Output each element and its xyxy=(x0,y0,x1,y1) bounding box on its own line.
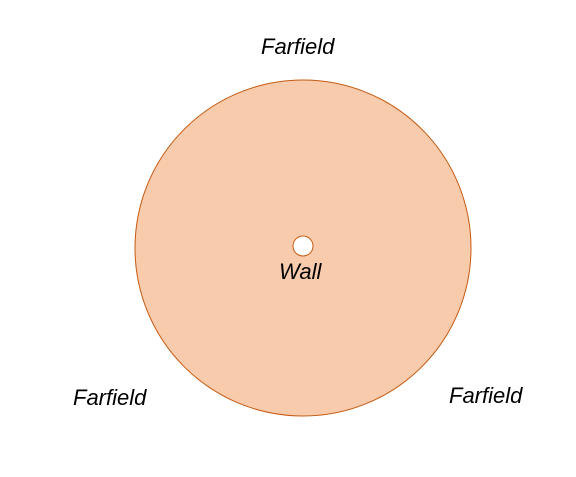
farfield-label-right: Farfield xyxy=(449,383,523,408)
wall-label: Wall xyxy=(279,259,322,284)
farfield-label-top: Farfield xyxy=(261,34,335,59)
farfield-label-left: Farfield xyxy=(73,385,147,410)
wall-circle xyxy=(292,235,314,257)
